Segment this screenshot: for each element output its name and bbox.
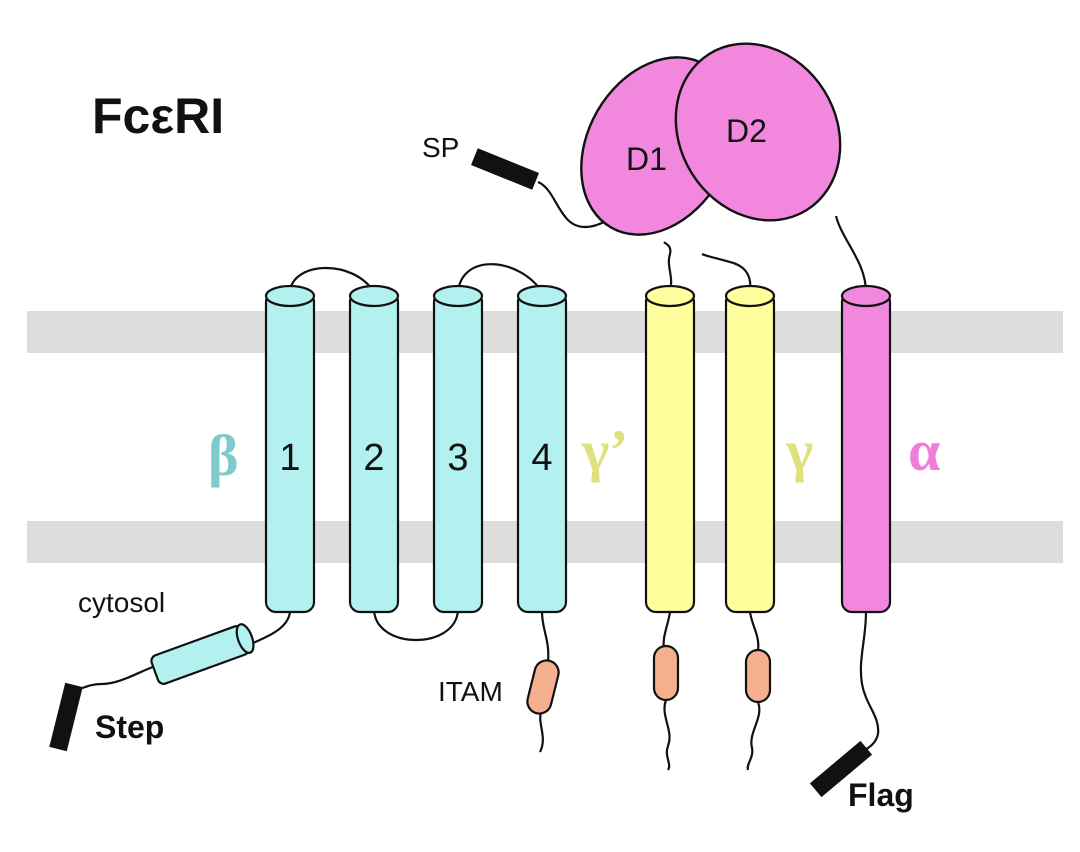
- step-linker: [75, 663, 159, 692]
- step-tag: [49, 682, 83, 752]
- beta-itam-motif: [526, 659, 560, 715]
- beta-helix-top: [516, 284, 568, 308]
- d2-label: D2: [726, 113, 767, 149]
- gamma-c-tail: [748, 611, 760, 651]
- beta-subunit-label: β: [208, 423, 239, 488]
- beta-helix-top: [348, 284, 400, 308]
- gamma-prime-subunit-label: γ’: [581, 418, 628, 483]
- gamma-prime-itam-tail: [663, 699, 671, 771]
- gamma-itam-tail: [746, 701, 761, 771]
- gamma-helix: [724, 284, 776, 614]
- gamma-subunit-label: γ: [785, 418, 813, 483]
- beta-helix-1: 1: [264, 284, 316, 614]
- beta-helix-number: 2: [363, 437, 384, 479]
- beta-helix-3: 3: [432, 284, 484, 614]
- gamma-n-terminus: [701, 252, 752, 293]
- itam-label: ITAM: [438, 676, 503, 707]
- beta-helix-4: 4: [516, 284, 568, 614]
- sp-linker: [537, 180, 605, 229]
- beta-helix-number: 4: [531, 437, 552, 479]
- beta-helix-number: 3: [447, 437, 468, 479]
- diagram-title: FcεRI: [92, 88, 224, 144]
- gamma-prime-itam-motif: [652, 644, 680, 702]
- gamma-prime-helix: [644, 284, 696, 614]
- d2-domain: [674, 42, 842, 222]
- flag-label: Flag: [848, 777, 914, 813]
- beta-helices: 1 2 3 4: [264, 284, 568, 614]
- sp-label: SP: [422, 132, 459, 163]
- beta-helix-number: 1: [279, 437, 300, 479]
- beta-helix-2: 2: [348, 284, 400, 614]
- flag-tag: [809, 740, 873, 798]
- alpha-stalk: [834, 215, 868, 293]
- gamma-prime-n-terminus: [663, 241, 673, 293]
- alpha-helix: [840, 284, 892, 614]
- gamma-itam-motif: [744, 648, 772, 704]
- beta-itam-tail: [538, 709, 544, 753]
- beta-cytosolic-helix: [150, 623, 255, 685]
- beta-extracellular-loops: [288, 263, 543, 293]
- d1-label: D1: [626, 141, 667, 177]
- sp-tag: [471, 148, 539, 190]
- alpha-subunit-label: α: [908, 418, 940, 483]
- step-label: Step: [95, 709, 164, 745]
- beta-c-terminal-tail: [540, 611, 550, 663]
- beta-intracellular-loop: [372, 609, 460, 641]
- beta-helix-top: [264, 284, 316, 308]
- beta-helix-top: [432, 284, 484, 308]
- cytosol-label: cytosol: [78, 587, 165, 618]
- gamma-prime-c-tail: [662, 611, 672, 651]
- alpha-c-tail: [859, 611, 880, 753]
